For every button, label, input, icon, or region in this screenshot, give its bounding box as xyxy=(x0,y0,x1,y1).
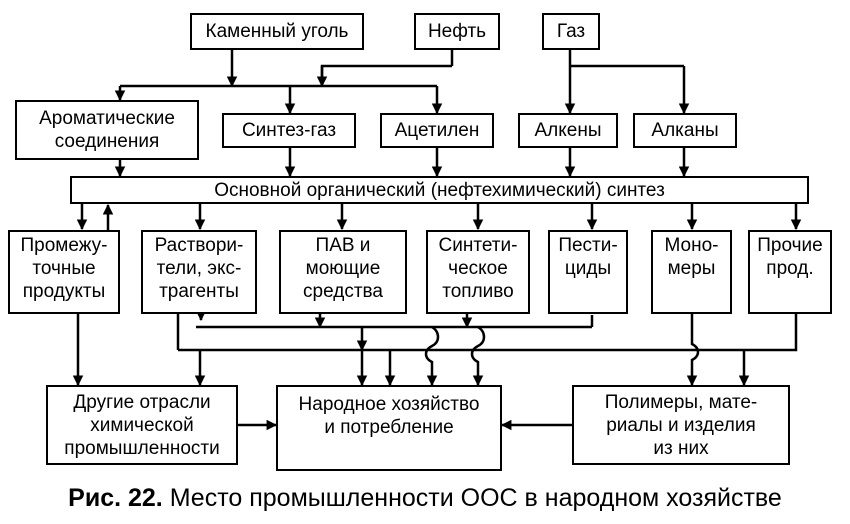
synthetic-fuel-box: Синтети- ческое топливо xyxy=(426,230,530,314)
intermediate-products-box: Промежу- точные продукты xyxy=(8,230,120,314)
caption-label: Рис. 22. xyxy=(68,484,163,512)
gas-box: Газ xyxy=(542,13,600,50)
oil-box: Нефть xyxy=(414,13,500,50)
solvents-box: Раствори- тели, экс- трагенты xyxy=(141,230,257,314)
coal-box: Каменный уголь xyxy=(190,13,364,50)
aromatic-box: Ароматические соединения xyxy=(15,100,199,160)
monomers-box: Моно- меры xyxy=(651,230,732,314)
polymers-box: Полимеры, мате- риалы и изделия из них xyxy=(572,385,790,465)
other-products-box: Прочие прод. xyxy=(748,230,832,314)
syngas-box: Синтез-газ xyxy=(222,113,356,148)
alkanes-box: Алканы xyxy=(633,113,737,148)
caption-text: Место промышленности ООС в народном хозя… xyxy=(169,484,782,512)
economy-box: Народное хозяйство и потребление xyxy=(276,385,502,471)
acetylene-box: Ацетилен xyxy=(380,113,494,148)
chemical-industry-box: Другие отрасли химической промышленности xyxy=(46,385,238,465)
surfactants-box: ПАВ и моющие средства xyxy=(279,230,407,314)
figure-caption: Рис. 22. Место промышленности ООС в наро… xyxy=(0,484,850,513)
pesticides-box: Пести- циды xyxy=(548,230,628,314)
synthesis-bar: Основной органический (нефтехимический) … xyxy=(70,176,809,204)
alkenes-box: Алкены xyxy=(518,113,618,148)
